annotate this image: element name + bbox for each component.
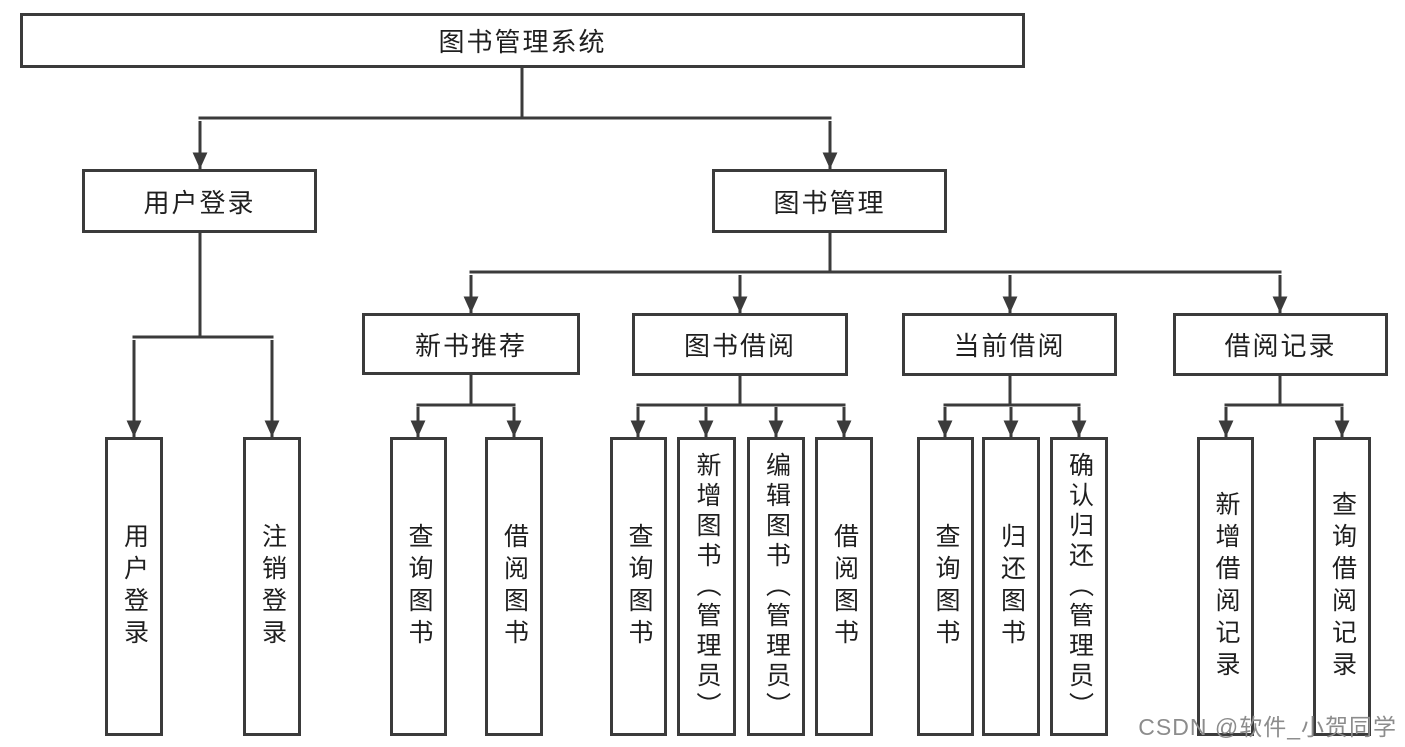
leaf-query-books-3: 查询图书 xyxy=(917,437,974,736)
leaf-query-books-2-label: 查询图书 xyxy=(625,522,653,651)
node-root-label: 图书管理系统 xyxy=(438,27,607,57)
leaf-confirm-return-admin-label: 确认归还（管理员） xyxy=(1065,451,1094,722)
leaf-query-books-3-label: 查询图书 xyxy=(932,522,960,651)
leaf-query-borrow-record: 查询借阅记录 xyxy=(1313,437,1371,736)
node-user-login: 用户登录 xyxy=(82,169,317,233)
leaf-logout: 注销登录 xyxy=(243,437,301,736)
leaf-return-books: 归还图书 xyxy=(982,437,1040,736)
leaf-add-borrow-record: 新增借阅记录 xyxy=(1197,437,1254,736)
leaf-user-login: 用户登录 xyxy=(105,437,163,736)
leaf-return-books-label: 归还图书 xyxy=(997,522,1026,651)
node-new-book-recommend: 新书推荐 xyxy=(362,313,580,375)
node-new-book-recommend-label: 新书推荐 xyxy=(414,330,527,361)
node-current-borrowing-label: 当前借阅 xyxy=(953,331,1066,361)
leaf-query-borrow-record-label: 查询借阅记录 xyxy=(1328,490,1357,683)
node-book-management: 图书管理 xyxy=(712,169,947,233)
node-book-management-label: 图书管理 xyxy=(773,187,886,218)
csdn-watermark: CSDN @软件_小贺同学 xyxy=(1138,714,1397,740)
leaf-add-borrow-record-label: 新增借阅记录 xyxy=(1212,490,1240,683)
node-borrowing-records-label: 借阅记录 xyxy=(1224,331,1337,361)
node-root: 图书管理系统 xyxy=(20,13,1025,68)
leaf-borrow-books-1: 借阅图书 xyxy=(485,437,543,736)
node-borrowing-records: 借阅记录 xyxy=(1173,313,1388,376)
node-book-borrowing-label: 图书借阅 xyxy=(683,331,796,361)
leaf-logout-label: 注销登录 xyxy=(258,522,287,651)
leaf-query-books-2: 查询图书 xyxy=(610,437,667,736)
leaf-edit-books-admin: 编辑图书（管理员） xyxy=(747,437,805,736)
node-book-borrowing: 图书借阅 xyxy=(632,313,848,376)
node-current-borrowing: 当前借阅 xyxy=(902,313,1117,376)
leaf-add-books-admin-label: 新增图书（管理员） xyxy=(693,451,721,722)
leaf-query-books-1-label: 查询图书 xyxy=(405,522,433,651)
leaf-edit-books-admin-label: 编辑图书（管理员） xyxy=(762,451,791,722)
node-user-login-label: 用户登录 xyxy=(143,187,256,218)
leaf-add-books-admin: 新增图书（管理员） xyxy=(677,437,736,736)
leaf-borrow-books-1-label: 借阅图书 xyxy=(500,522,529,651)
leaf-query-books-1: 查询图书 xyxy=(390,437,447,736)
leaf-borrow-books-2: 借阅图书 xyxy=(815,437,873,736)
leaf-user-login-label: 用户登录 xyxy=(120,522,149,651)
leaf-confirm-return-admin: 确认归还（管理员） xyxy=(1050,437,1108,736)
leaf-borrow-books-2-label: 借阅图书 xyxy=(830,522,859,651)
